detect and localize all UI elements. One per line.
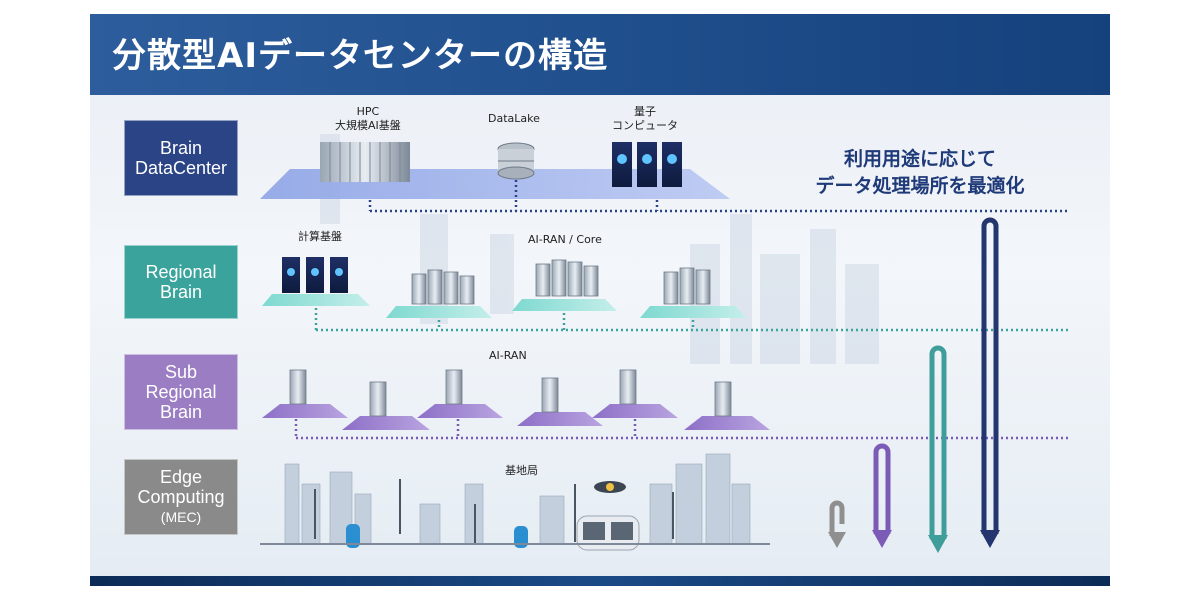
sub-regional-server-icons <box>289 369 732 417</box>
sub-regional-platforms <box>262 404 770 430</box>
hpc-icon <box>320 142 410 182</box>
tier-label-line: Brain <box>159 282 203 302</box>
tier-label-line: Edge <box>159 467 203 487</box>
tier-edge-computing: Edge Computing (MEC) <box>124 459 238 535</box>
core-server-icons <box>411 259 711 305</box>
drone-icon <box>594 481 626 493</box>
page-title: 分散型AIデータセンターの構造 <box>112 36 608 76</box>
tier-label-line: DataCenter <box>134 158 228 178</box>
tier-label-line: Sub <box>164 362 198 382</box>
message-line: 利用用途に応じて <box>843 148 996 170</box>
regional-platforms <box>262 294 747 318</box>
quantum-computer-icon <box>612 142 682 187</box>
hpc-label-line2: 大規模AI基盤 <box>335 119 401 132</box>
tier-label-line: Brain <box>159 402 203 422</box>
arrow-edge-head <box>828 532 846 548</box>
datalake-icon <box>497 142 535 180</box>
title-bar: 分散型AIデータセンターの構造 <box>90 14 1110 95</box>
compute-base-label: 計算基盤 <box>298 230 342 243</box>
regional-connector <box>314 308 1070 332</box>
arrow-edge <box>829 500 845 536</box>
tier-sub-regional-brain: Sub Regional Brain <box>124 354 238 430</box>
tier-label-line: Brain <box>159 138 203 158</box>
sub-regional-connector <box>294 419 1070 440</box>
tier-brain-datacenter: Brain DataCenter <box>124 120 238 196</box>
base-station-label: 基地局 <box>505 464 538 477</box>
tier-label-line: Computing <box>137 487 225 507</box>
robot-icon <box>346 524 528 548</box>
hpc-label: HPC 大規模AI基盤 <box>335 105 401 133</box>
ai-ran-label: AI-RAN <box>489 349 527 362</box>
brain-connector <box>368 180 1070 213</box>
arrow-brain <box>981 217 999 534</box>
quantum-label-line1: 量子 <box>634 105 656 118</box>
edge-vehicle-icon <box>576 515 640 551</box>
arrow-regional-head <box>928 535 948 553</box>
tier-regional-brain: Regional Brain <box>124 245 238 319</box>
ai-ran-core-label: AI-RAN / Core <box>528 233 602 246</box>
arrow-sub-regional-head <box>872 530 892 548</box>
optimization-message: 利用用途に応じて データ処理場所を最適化 <box>790 146 1050 200</box>
edge-city-icon <box>284 453 751 545</box>
arrow-regional <box>929 345 947 539</box>
tier-label-line: (MEC) <box>160 509 202 525</box>
tier-label-line: Regional <box>145 262 217 282</box>
quantum-label-line2: コンピュータ <box>612 119 678 132</box>
datalake-label: DataLake <box>488 112 540 125</box>
quantum-label: 量子 コンピュータ <box>612 105 678 133</box>
regional-compute-icon <box>282 257 348 293</box>
hpc-label-line1: HPC <box>356 105 380 118</box>
message-line: データ処理場所を最適化 <box>815 175 1025 197</box>
base-station-icons <box>314 479 674 544</box>
diagram-canvas <box>260 134 1070 553</box>
arrow-sub-regional <box>873 443 891 534</box>
bottom-strip <box>90 576 1110 586</box>
slide: 分散型AIデータセンターの構造 Brain DataCenter Regiona… <box>90 14 1110 586</box>
arrow-brain-head <box>980 530 1000 548</box>
tier-label-line: Regional <box>145 382 217 402</box>
